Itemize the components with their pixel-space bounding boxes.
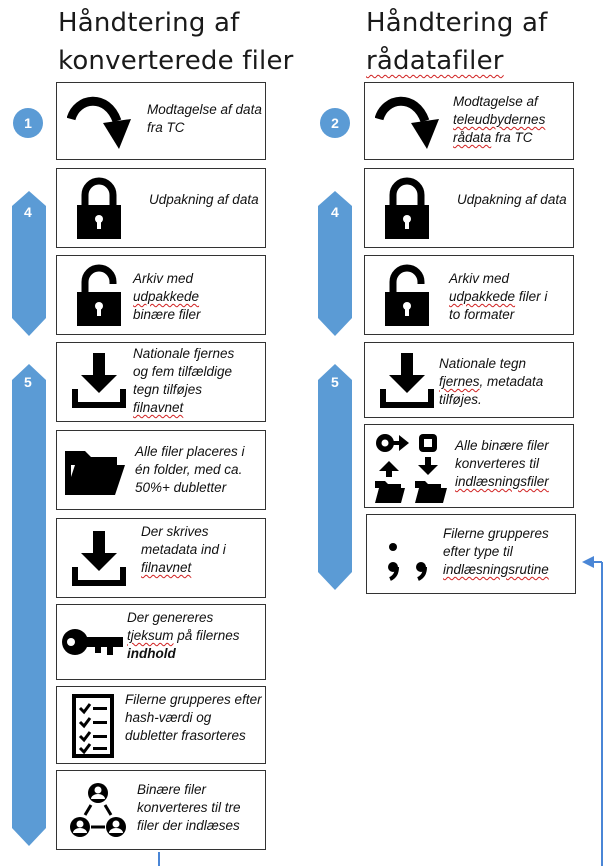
right-step-badge: 2 xyxy=(320,108,350,138)
left-national-line2: og fem tilfældige xyxy=(133,364,233,379)
right-phase-4-bar xyxy=(318,191,352,336)
left-step-national: Nationale fjernes og fem tilfældige tegn… xyxy=(56,342,266,422)
right-step-national: Nationale tegn fjernes, metadata tilføje… xyxy=(364,342,574,418)
left-archive-line1: Arkiv med xyxy=(133,271,194,286)
right-group-line3: indlæsningsrutine xyxy=(443,562,549,577)
connector-arrowhead xyxy=(582,556,594,568)
curved-arrow-icon xyxy=(375,96,439,149)
left-bar-number-4: 4 xyxy=(24,204,32,220)
left-national-line4: filnavnet xyxy=(133,400,184,415)
semicolon-icon xyxy=(388,543,427,581)
left-step-receive: Modtagelse af data fra TC xyxy=(56,82,266,160)
right-phase-5-bar xyxy=(318,364,352,590)
right-convert-line1: Alle binære filer xyxy=(455,438,549,453)
left-archive-line3: binære filer xyxy=(133,307,201,322)
left-step-checksum: Der genereres tjeksum på filernes indhol… xyxy=(56,604,266,680)
right-bar-number-5: 5 xyxy=(331,374,339,390)
left-metadata-line3: filnavnet xyxy=(141,560,192,575)
right-column-title: Håndtering af rådatafiler xyxy=(366,8,548,76)
right-archive-line1: Arkiv med xyxy=(449,271,510,286)
right-national-line3: tilføjes. xyxy=(439,392,482,407)
right-receive-line1: Modtagelse af xyxy=(453,94,538,109)
right-receive-line2: teleudbydernes xyxy=(453,112,546,127)
left-step-metadata: Der skrives metadata ind i filnavnet xyxy=(56,518,266,598)
key-icon xyxy=(62,629,123,655)
right-bar-number-4: 4 xyxy=(331,204,339,220)
left-checksum-line1: Der genereres xyxy=(127,610,214,625)
right-receive-line3: rådata xyxy=(453,130,492,145)
left-step-folder: Alle filer placeres i én folder, med ca.… xyxy=(56,430,266,510)
left-metadata-line2: metadata ind i xyxy=(141,542,226,557)
right-archive-line2: udpakkede xyxy=(449,289,516,304)
right-national-line1: Nationale tegn xyxy=(439,356,527,371)
right-step-archive: Arkiv med udpakkede filer i to formater xyxy=(364,255,574,335)
right-archive-line3: to formater xyxy=(449,307,515,322)
left-phase-5-bar xyxy=(12,364,46,846)
left-step-archive: Arkiv med udpakkede binære filer xyxy=(56,255,266,335)
unlock-icon xyxy=(385,264,429,326)
left-step-convert: Binære filer konverteres til tre filer d… xyxy=(56,770,266,850)
users-network-icon xyxy=(70,783,126,837)
right-group-line1: Filerne grupperes xyxy=(443,526,549,541)
convert-icon xyxy=(375,434,447,503)
left-national-line3: tegn tilføjes xyxy=(133,382,203,397)
left-checksum-bold: indhold xyxy=(127,646,176,661)
lock-icon xyxy=(385,177,429,239)
left-phase-4-bar xyxy=(12,191,46,336)
right-step-convert: Alle binære filer konverteres til indlæs… xyxy=(364,424,574,508)
left-step-group: Filerne grupperes efter hash-værdi og du… xyxy=(56,686,266,764)
right-step-receive: Modtagelse af teleudbydernes rådata fra … xyxy=(364,82,574,160)
folder-icon xyxy=(65,451,125,495)
lock-icon xyxy=(77,177,121,239)
left-checksum-line2: tjeksum xyxy=(127,628,174,643)
left-bar-number-5: 5 xyxy=(24,374,32,390)
left-column-title: Håndtering af konverterede filer xyxy=(58,8,294,76)
right-convert-line2: konverteres til xyxy=(455,456,540,471)
left-archive-line2: udpakkede xyxy=(133,289,200,304)
left-step-unpack: Udpakning af data xyxy=(56,168,266,248)
right-convert-line3: indlæsningsfiler xyxy=(455,474,549,489)
left-metadata-line1: Der skrives xyxy=(141,524,209,539)
download-icon xyxy=(380,353,434,408)
download-icon xyxy=(72,531,126,586)
left-national-line1: Nationale fjernes xyxy=(133,346,235,361)
curved-arrow-icon xyxy=(67,96,131,149)
right-step-group: Filerne grupperes efter type til indlæsn… xyxy=(366,514,576,594)
checklist-icon xyxy=(72,694,114,758)
right-step-unpack: Udpakning af data xyxy=(364,168,574,248)
right-group-line2: efter type til xyxy=(443,544,513,559)
right-national-line2: fjernes xyxy=(439,374,480,389)
unlock-icon xyxy=(77,264,121,326)
download-icon xyxy=(72,353,126,408)
left-step-badge: 1 xyxy=(13,108,43,138)
